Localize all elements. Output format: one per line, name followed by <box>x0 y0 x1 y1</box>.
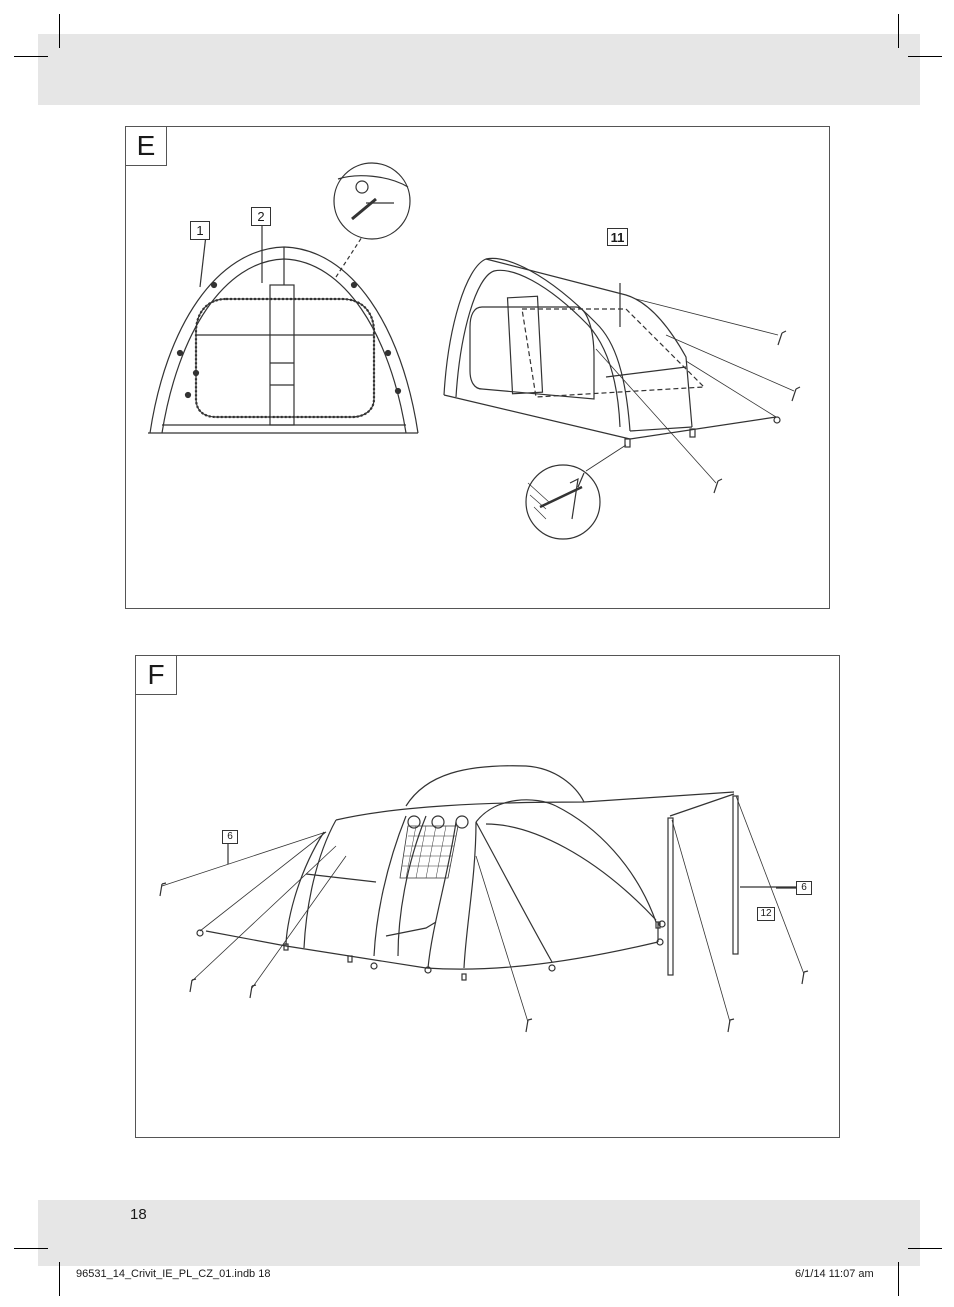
callout-6-left: 6 <box>222 830 238 844</box>
callout-1: 1 <box>190 221 210 240</box>
panel-f-label: F <box>135 655 177 695</box>
panel-f: F <box>135 655 840 1138</box>
callout-6-right: 6 <box>796 881 812 895</box>
page-number: 18 <box>130 1206 147 1223</box>
callout-11: 11 <box>607 228 628 246</box>
panel-e-label: E <box>125 126 167 166</box>
footer-file-info: 96531_14_Crivit_IE_PL_CZ_01.indb 18 <box>76 1268 271 1280</box>
callout-2: 2 <box>251 207 271 226</box>
tent-awning-illustration <box>159 765 809 1033</box>
header-band <box>38 34 920 105</box>
callout-12: 12 <box>757 907 775 921</box>
footer-band <box>38 1200 920 1266</box>
tent-inner-door-illustration <box>148 162 801 540</box>
footer-timestamp: 6/1/14 11:07 am <box>795 1268 874 1280</box>
panel-e: E <box>125 126 830 609</box>
